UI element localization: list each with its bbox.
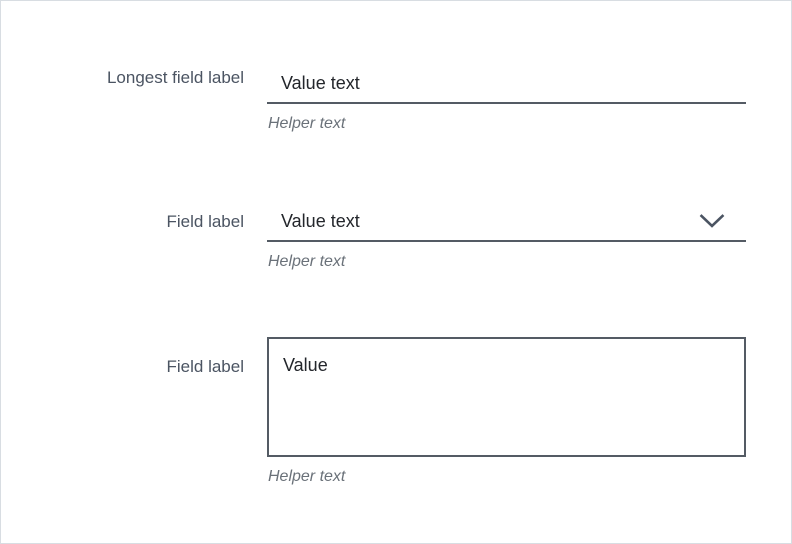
field-label-textarea: Field label: [166, 357, 245, 376]
text-input-value: Value text: [281, 73, 360, 93]
textarea-input-value: Value: [283, 355, 328, 375]
text-input-helper-text: Helper text: [268, 115, 346, 132]
textarea-input[interactable]: Value: [267, 337, 746, 457]
field-label-select: Field label: [166, 212, 245, 231]
field-group-text-input: Value text Helper text: [267, 64, 746, 134]
select-input-value: Value text: [281, 211, 360, 231]
select-input-helper-text: Helper text: [268, 253, 346, 270]
select-input[interactable]: Value text: [267, 202, 746, 242]
chevron-down-icon[interactable]: [699, 213, 725, 229]
text-input[interactable]: Value text: [267, 64, 746, 104]
field-label-longest: Longest field label: [106, 68, 244, 87]
textarea-input-helper-text: Helper text: [268, 468, 346, 485]
field-group-select: Value text Helper text: [267, 202, 746, 272]
field-group-textarea: Value Helper text: [267, 337, 746, 487]
